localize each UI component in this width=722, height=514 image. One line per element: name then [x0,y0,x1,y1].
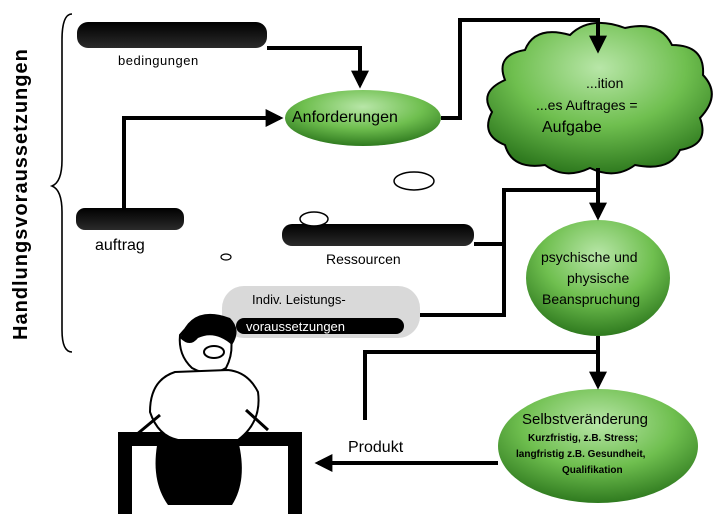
selbstveraenderung-ellipse [498,389,698,503]
beanspruchung-ellipse [526,220,670,336]
arrow-auftrag-anforderungen [122,109,284,210]
cloud-line-2: ...es Auftrages = [536,97,638,113]
small-ellipse [299,211,329,227]
auftrag-bar [76,208,184,230]
aufgabe-cloud [486,21,713,175]
auftrag-label: auftrag [95,237,145,254]
beanspruchung-line-3: Beanspruchung [542,291,641,307]
beanspruchung-line-2: physische [567,270,630,286]
line-ressourcen [474,188,598,246]
anforderungen-label: Anforderungen [292,109,398,126]
selbst-line-2: langfristig z.B. Gesundheit, [516,449,646,460]
produkt-label: Produkt [348,439,404,456]
anforderungen-ellipse [285,90,441,146]
line-person-selbst [363,350,598,420]
cloud-line-1: ...ition [586,75,624,91]
leistungs-line-2: voraussetzungen [246,319,346,334]
line-leistungs [420,244,506,317]
small-ellipse [220,253,232,261]
selbst-title: Selbstveränderung [522,411,648,428]
cloud-line-3: Aufgabe [542,119,602,136]
arrow-anforderungen-cloud [441,18,607,120]
bedingungen-bar [77,22,267,48]
small-ellipse [393,171,435,191]
ressourcen-bar [282,224,474,246]
arrow-bedingungen-anforderungen [267,46,369,89]
selbst-line-3: Qualifikation [562,465,623,476]
bedingungen-label: bedingungen [118,53,199,68]
curly-brace [49,13,73,353]
beanspruchung-line-1: psychische und [541,249,638,265]
ressourcen-label: Ressourcen [326,251,401,267]
leistungs-line-1: Indiv. Leistungs- [252,292,346,307]
selbst-line-1: Kurzfristig, z.B. Stress; [528,433,639,444]
worker-illustration [118,313,302,514]
